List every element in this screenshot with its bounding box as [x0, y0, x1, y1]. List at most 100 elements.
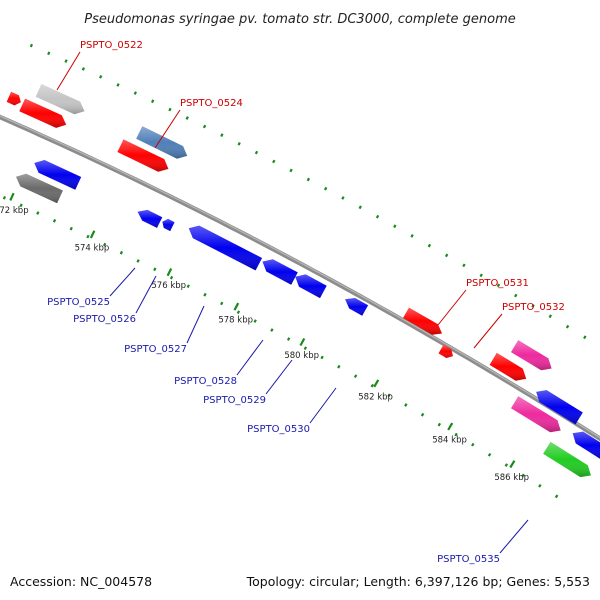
tick-dot: [99, 75, 103, 79]
tick-dot: [583, 335, 587, 340]
tick-dot: [504, 463, 509, 467]
tick-dot: [427, 243, 432, 248]
major-tick: [9, 192, 15, 201]
tick-dot: [496, 283, 501, 288]
tick-label: 574 kbp: [75, 243, 110, 253]
tick-dot: [444, 253, 449, 258]
tick-dot: [303, 346, 308, 351]
outer-tick-dots: [2, 43, 587, 499]
gene-feature-blue: [536, 390, 583, 425]
tick-dot: [36, 211, 40, 215]
gene-label-group: PSPTO_0529: [203, 359, 293, 406]
tick-dot: [487, 452, 492, 457]
tick-dot: [393, 224, 397, 229]
tick-dot: [341, 196, 345, 200]
leader-line: [265, 359, 293, 395]
tick-dot: [220, 133, 224, 137]
leader-line: [309, 387, 337, 424]
tick-dot: [64, 59, 68, 63]
leader-line: [154, 109, 181, 149]
gene-label: PSPTO_0522: [80, 40, 143, 51]
gene-feature-steelblue: [136, 126, 188, 159]
gene-label-group: PSPTO_0535: [437, 519, 529, 565]
major-tick: [233, 302, 240, 311]
gene-feature-red: [6, 91, 21, 106]
tick-dot: [514, 293, 518, 298]
tick-dot: [133, 91, 137, 95]
leader-line: [109, 267, 136, 297]
tick-label: 586 kbp: [494, 473, 529, 483]
tick-dot: [236, 310, 241, 315]
tick-dot: [358, 205, 362, 210]
tick-dot: [370, 383, 375, 388]
topology-text: Topology: circular; Length: 6,397,126 bp…: [246, 574, 590, 589]
gene-feature-red: [117, 139, 169, 172]
tick-dot: [454, 432, 458, 437]
tick-dot: [254, 150, 259, 155]
tick-dot: [119, 250, 124, 255]
gene-label: PSPTO_0530: [247, 424, 310, 435]
tick-dot: [420, 412, 425, 417]
gene-feature-darkgray: [16, 173, 63, 204]
tick-dot: [270, 328, 274, 332]
gene-label: PSPTO_0527: [124, 344, 187, 355]
gene-label-group: PSPTO_0532: [473, 302, 565, 349]
gene-label-group: PSPTO_0527: [124, 305, 205, 355]
tick-dot: [86, 234, 90, 239]
tick-dot: [19, 203, 23, 208]
gene-label-group: PSPTO_0524: [154, 98, 243, 149]
gene-label: PSPTO_0524: [180, 98, 243, 109]
gene-label-group: PSPTO_0528: [174, 339, 264, 387]
major-tick: [89, 230, 96, 239]
tick-dot: [521, 473, 525, 478]
tick-dot: [272, 159, 276, 164]
tick-dot: [81, 67, 86, 71]
gene-label-group: PSPTO_0530: [247, 387, 337, 435]
gene-feature-blue: [572, 431, 600, 459]
tick-dot: [289, 168, 293, 173]
tick-label: 572 kbp: [0, 206, 29, 216]
tick-label: 580 kbp: [284, 351, 319, 361]
tick-dot: [538, 483, 542, 488]
gene-feature-magenta: [511, 396, 561, 433]
gene-label: PSPTO_0526: [73, 314, 136, 325]
tick-dot: [337, 364, 341, 369]
tick-dot: [203, 292, 207, 297]
gene-label-group: PSPTO_0525: [47, 267, 136, 308]
tick-dot: [220, 301, 224, 306]
tick-dot: [153, 267, 157, 272]
gene-feature-blue: [262, 259, 298, 285]
tick-dot: [410, 234, 414, 238]
tick-dot: [531, 304, 535, 308]
gene-feature-green: [543, 441, 591, 478]
tick-dot: [2, 195, 7, 200]
gene-feature-magenta: [511, 340, 552, 371]
tick-label: 582 kbp: [358, 392, 393, 402]
tick-dot: [437, 422, 442, 427]
gene-feature-red: [438, 344, 453, 358]
tick-dot: [253, 319, 257, 323]
gene-feature-blue: [188, 225, 263, 271]
major-tick: [509, 460, 516, 469]
tick-label: 576 kbp: [151, 281, 186, 291]
gene-feature-blue: [345, 298, 369, 316]
tick-dot: [69, 226, 73, 231]
map-title: Pseudomonas syringae pv. tomato str. DC3…: [84, 12, 516, 27]
tick-label: 584 kbp: [432, 435, 467, 445]
leader-line: [437, 289, 467, 326]
gene-feature-blue: [137, 209, 163, 228]
tick-dot: [323, 186, 328, 191]
major-tick: [166, 268, 173, 277]
gene-label-group: PSPTO_0522: [56, 40, 143, 91]
tick-dot: [479, 273, 483, 278]
backbone-line: [0, 114, 600, 442]
tick-dot: [565, 324, 570, 329]
tick-dot: [168, 107, 172, 112]
gene-feature-blue: [162, 218, 175, 232]
tick-dot: [320, 355, 324, 360]
gene-label: PSPTO_0525: [47, 297, 110, 308]
leader-line: [186, 305, 205, 344]
tick-dot: [186, 284, 190, 289]
gene-feature-blue: [295, 274, 327, 299]
